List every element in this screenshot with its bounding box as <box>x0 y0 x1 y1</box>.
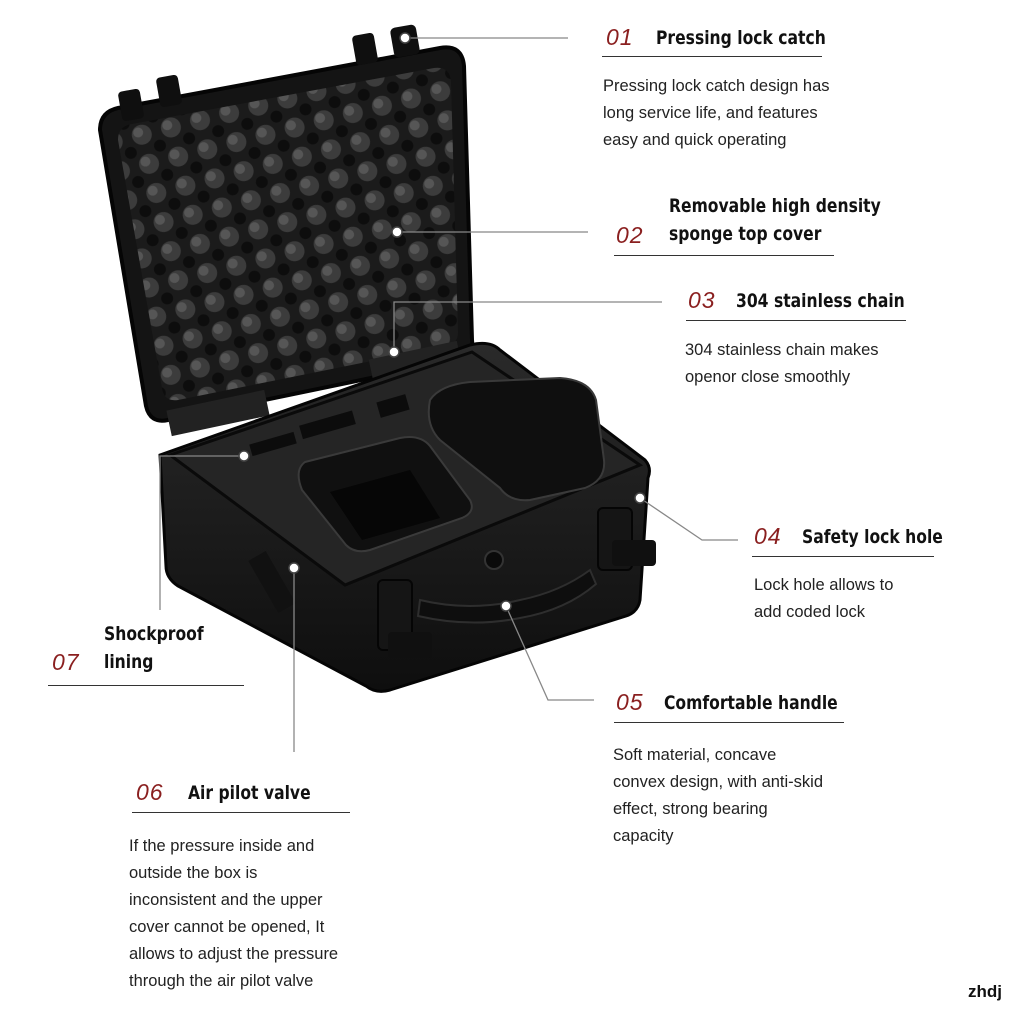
description-line: convex design, with anti-skid <box>613 773 824 791</box>
description-line: through the air pilot valve <box>129 972 314 990</box>
description-line: add coded lock <box>754 603 865 621</box>
description-line: allows to adjust the pressure <box>129 945 339 963</box>
description-line: effect, strong bearing <box>613 800 768 818</box>
title-underline <box>132 812 350 813</box>
feature-number: 03 <box>688 287 716 313</box>
feature-title-line: sponge top cover <box>669 223 822 245</box>
description-line: inconsistent and the upper <box>129 891 323 909</box>
feature-title: Air pilot valve <box>188 782 311 804</box>
feature-number: 01 <box>606 24 634 50</box>
description-line: outside the box is <box>129 864 258 882</box>
title-underline <box>602 56 822 57</box>
feature-title: Safety lock hole <box>802 526 943 548</box>
title-underline <box>614 255 834 256</box>
feature-title: Pressing lock catch <box>656 27 826 49</box>
feature-title-line: Removable high density <box>669 195 881 217</box>
feature-title-line: lining <box>104 651 154 673</box>
feature-number: 02 <box>616 222 644 248</box>
feature-description: Lock hole allows to add coded lock <box>754 572 893 626</box>
feature-description: If the pressure inside and outside the b… <box>129 833 338 995</box>
feature-title-line: Shockproof <box>104 623 204 645</box>
description-line: 304 stainless chain makes <box>685 341 879 359</box>
description-line: cover cannot be opened, It <box>129 918 325 936</box>
description-line: Lock hole allows to <box>754 576 894 594</box>
feature-number: 06 <box>136 779 164 805</box>
feature-number: 05 <box>616 689 644 715</box>
feature-number: 04 <box>754 523 782 549</box>
feature-number: 07 <box>52 649 80 675</box>
description-line: If the pressure inside and <box>129 837 315 855</box>
feature-title: 304 stainless chain <box>736 290 905 312</box>
description-line: Pressing lock catch design has <box>603 77 830 95</box>
description-line: easy and quick operating <box>603 131 787 149</box>
description-line: Soft material, concave <box>613 746 777 764</box>
feature-description: Soft material, concave convex design, wi… <box>613 742 823 850</box>
feature-description: 304 stainless chain makes openor close s… <box>685 337 879 391</box>
description-line: capacity <box>613 827 674 845</box>
title-underline <box>614 722 844 723</box>
description-line: openor close smoothly <box>685 368 851 386</box>
title-underline <box>752 556 934 557</box>
title-underline <box>686 320 906 321</box>
description-line: long service life, and features <box>603 104 818 122</box>
feature-description: Pressing lock catch design has long serv… <box>603 73 830 154</box>
title-underline <box>48 685 244 686</box>
feature-title: Comfortable handle <box>664 692 838 714</box>
watermark: zhdj <box>968 982 1002 1001</box>
